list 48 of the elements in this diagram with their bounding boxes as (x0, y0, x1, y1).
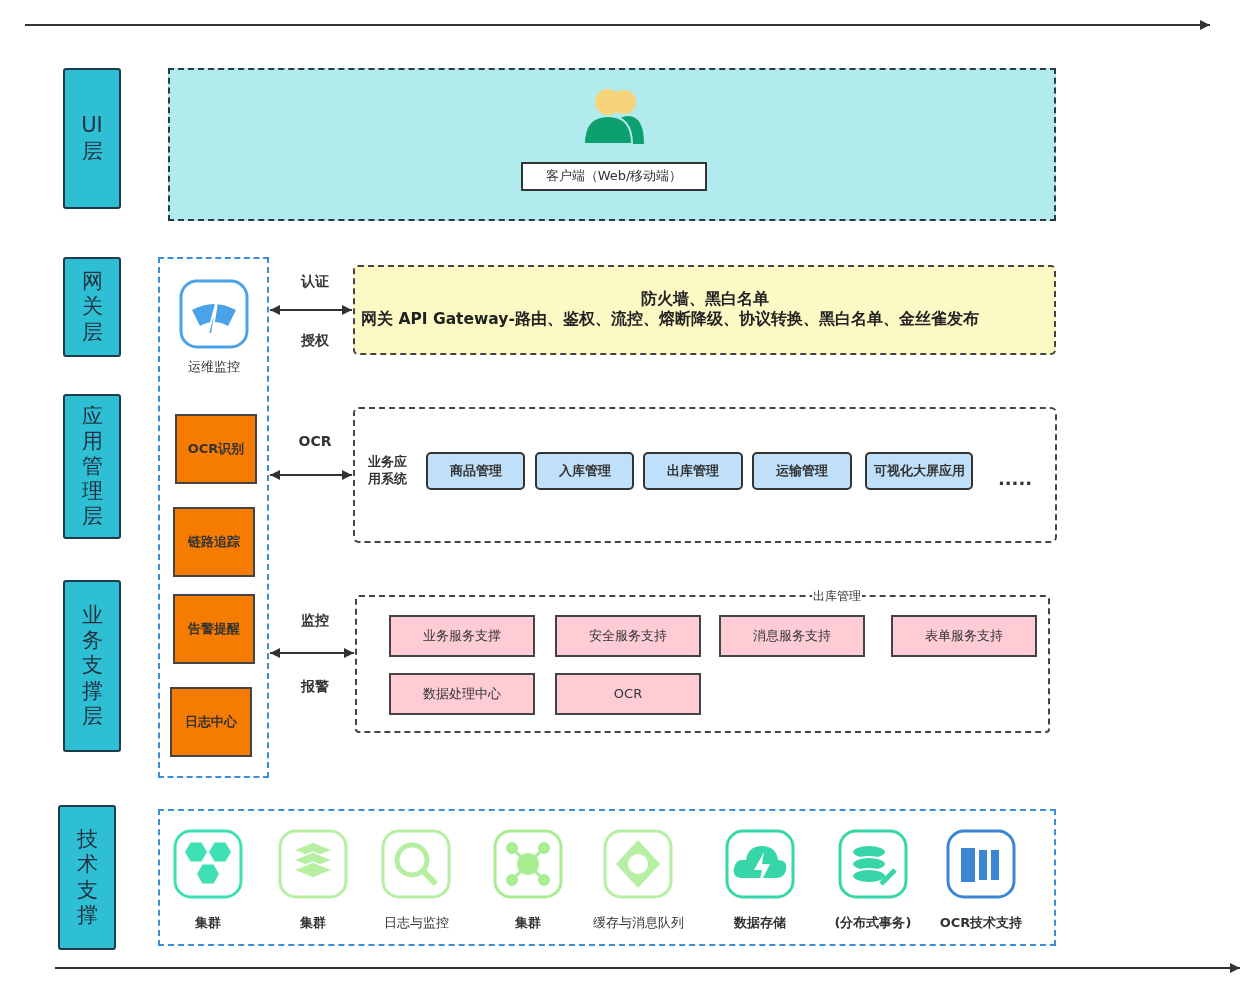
icon-caption: 缓存与消息队列 (591, 914, 685, 932)
client-box: 客户端（Web/移动端） (521, 162, 707, 191)
layer-label: UI层 (63, 68, 121, 209)
module-box: OCR识别 (175, 414, 257, 484)
double-arrow (269, 648, 355, 658)
service-box: 业务服务支撑 (389, 615, 535, 657)
double-arrow (269, 305, 353, 315)
icon-caption: 集群 (514, 914, 542, 932)
module-box: 告警提醒 (173, 594, 255, 664)
icon-caption: (分布式事务) (833, 914, 913, 932)
edge-label: OCR (297, 433, 333, 449)
icon-caption: 数据存储 (733, 914, 787, 932)
icon-caption: 集群 (194, 914, 222, 932)
module-box: 入库管理 (535, 452, 634, 490)
gateway-panel (353, 265, 1056, 355)
edge-label: 认证 (299, 273, 330, 291)
gateway-text: 防火墙、黑白名单 (639, 289, 770, 310)
layer-frame (158, 257, 269, 778)
module-box: 商品管理 (426, 452, 525, 490)
line-note: 报警 (299, 678, 330, 696)
service-box: 安全服务支持 (555, 615, 701, 657)
service-box: 消息服务支持 (719, 615, 865, 657)
layer-label: 应用管理层 (63, 394, 121, 539)
layer-frame (158, 809, 1056, 946)
module-box: 出库管理 (643, 452, 743, 490)
layer-frame (168, 68, 1056, 221)
gateway-text: 网关 API Gateway-路由、鉴权、流控、熔断降级、协议转换、黑白名单、金丝雀发布 (361, 309, 980, 330)
layer-frame (353, 407, 1057, 543)
layer-label: 网关层 (63, 257, 121, 357)
service-box: 数据处理中心 (389, 673, 535, 715)
icon-caption: 日志与监控 (382, 914, 450, 932)
layer-label: 业务支撑层 (63, 580, 121, 752)
double-arrow (269, 470, 353, 480)
service-box: OCR (555, 673, 701, 715)
service-box: 表单服务支持 (891, 615, 1037, 657)
group-title: 出库管理 (812, 588, 862, 605)
module-box: 日志中心 (170, 687, 252, 757)
layer-label: 技术支撑 (58, 805, 116, 950)
module-box: 运输管理 (752, 452, 852, 490)
edge-label: 监控 (300, 612, 330, 630)
line-note: 授权 (300, 332, 330, 350)
module-box: 可视化大屏应用 (865, 452, 973, 490)
module-box: 链路追踪 (173, 507, 255, 577)
group-title: 业务应用系统 (368, 454, 408, 488)
icon-caption: 集群 (299, 914, 327, 932)
icon-caption: 运维监控 (187, 358, 241, 376)
icon-caption: OCR技术支持 (938, 914, 1024, 932)
ellipsis-text: ..... (996, 468, 1034, 489)
